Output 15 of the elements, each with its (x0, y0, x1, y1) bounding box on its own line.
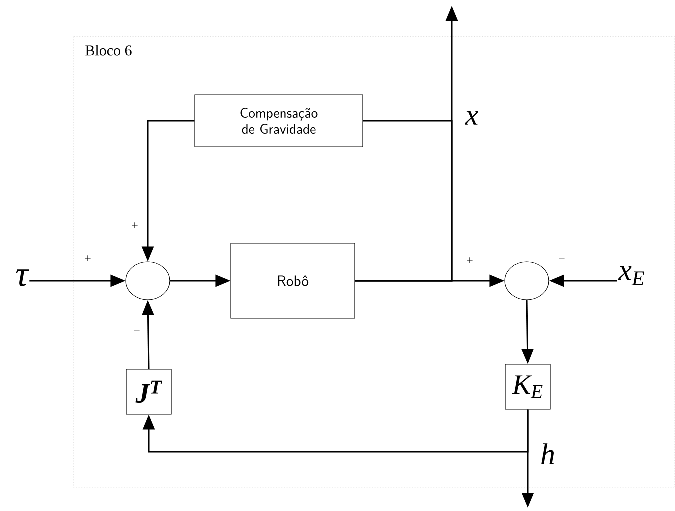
summing-junction (126, 262, 170, 300)
block-box: Compensação de Gravidade (194, 94, 364, 148)
signal-label: x (464, 111, 478, 125)
block-box: Robô (230, 243, 356, 319)
block-box: K$_{E}$ (505, 364, 551, 410)
signal-label: x$_{E}$ (618, 266, 644, 286)
sign-label: + (85, 256, 91, 262)
signal-label: τ (16, 270, 30, 286)
signal-label: h (542, 444, 554, 464)
block-box: J$^{T}$ (126, 369, 172, 415)
sign-label: − (134, 330, 140, 332)
sign-label: + (467, 258, 473, 264)
sign-label: − (559, 258, 565, 260)
summing-junction (504, 262, 550, 300)
sign-label: + (132, 222, 138, 228)
